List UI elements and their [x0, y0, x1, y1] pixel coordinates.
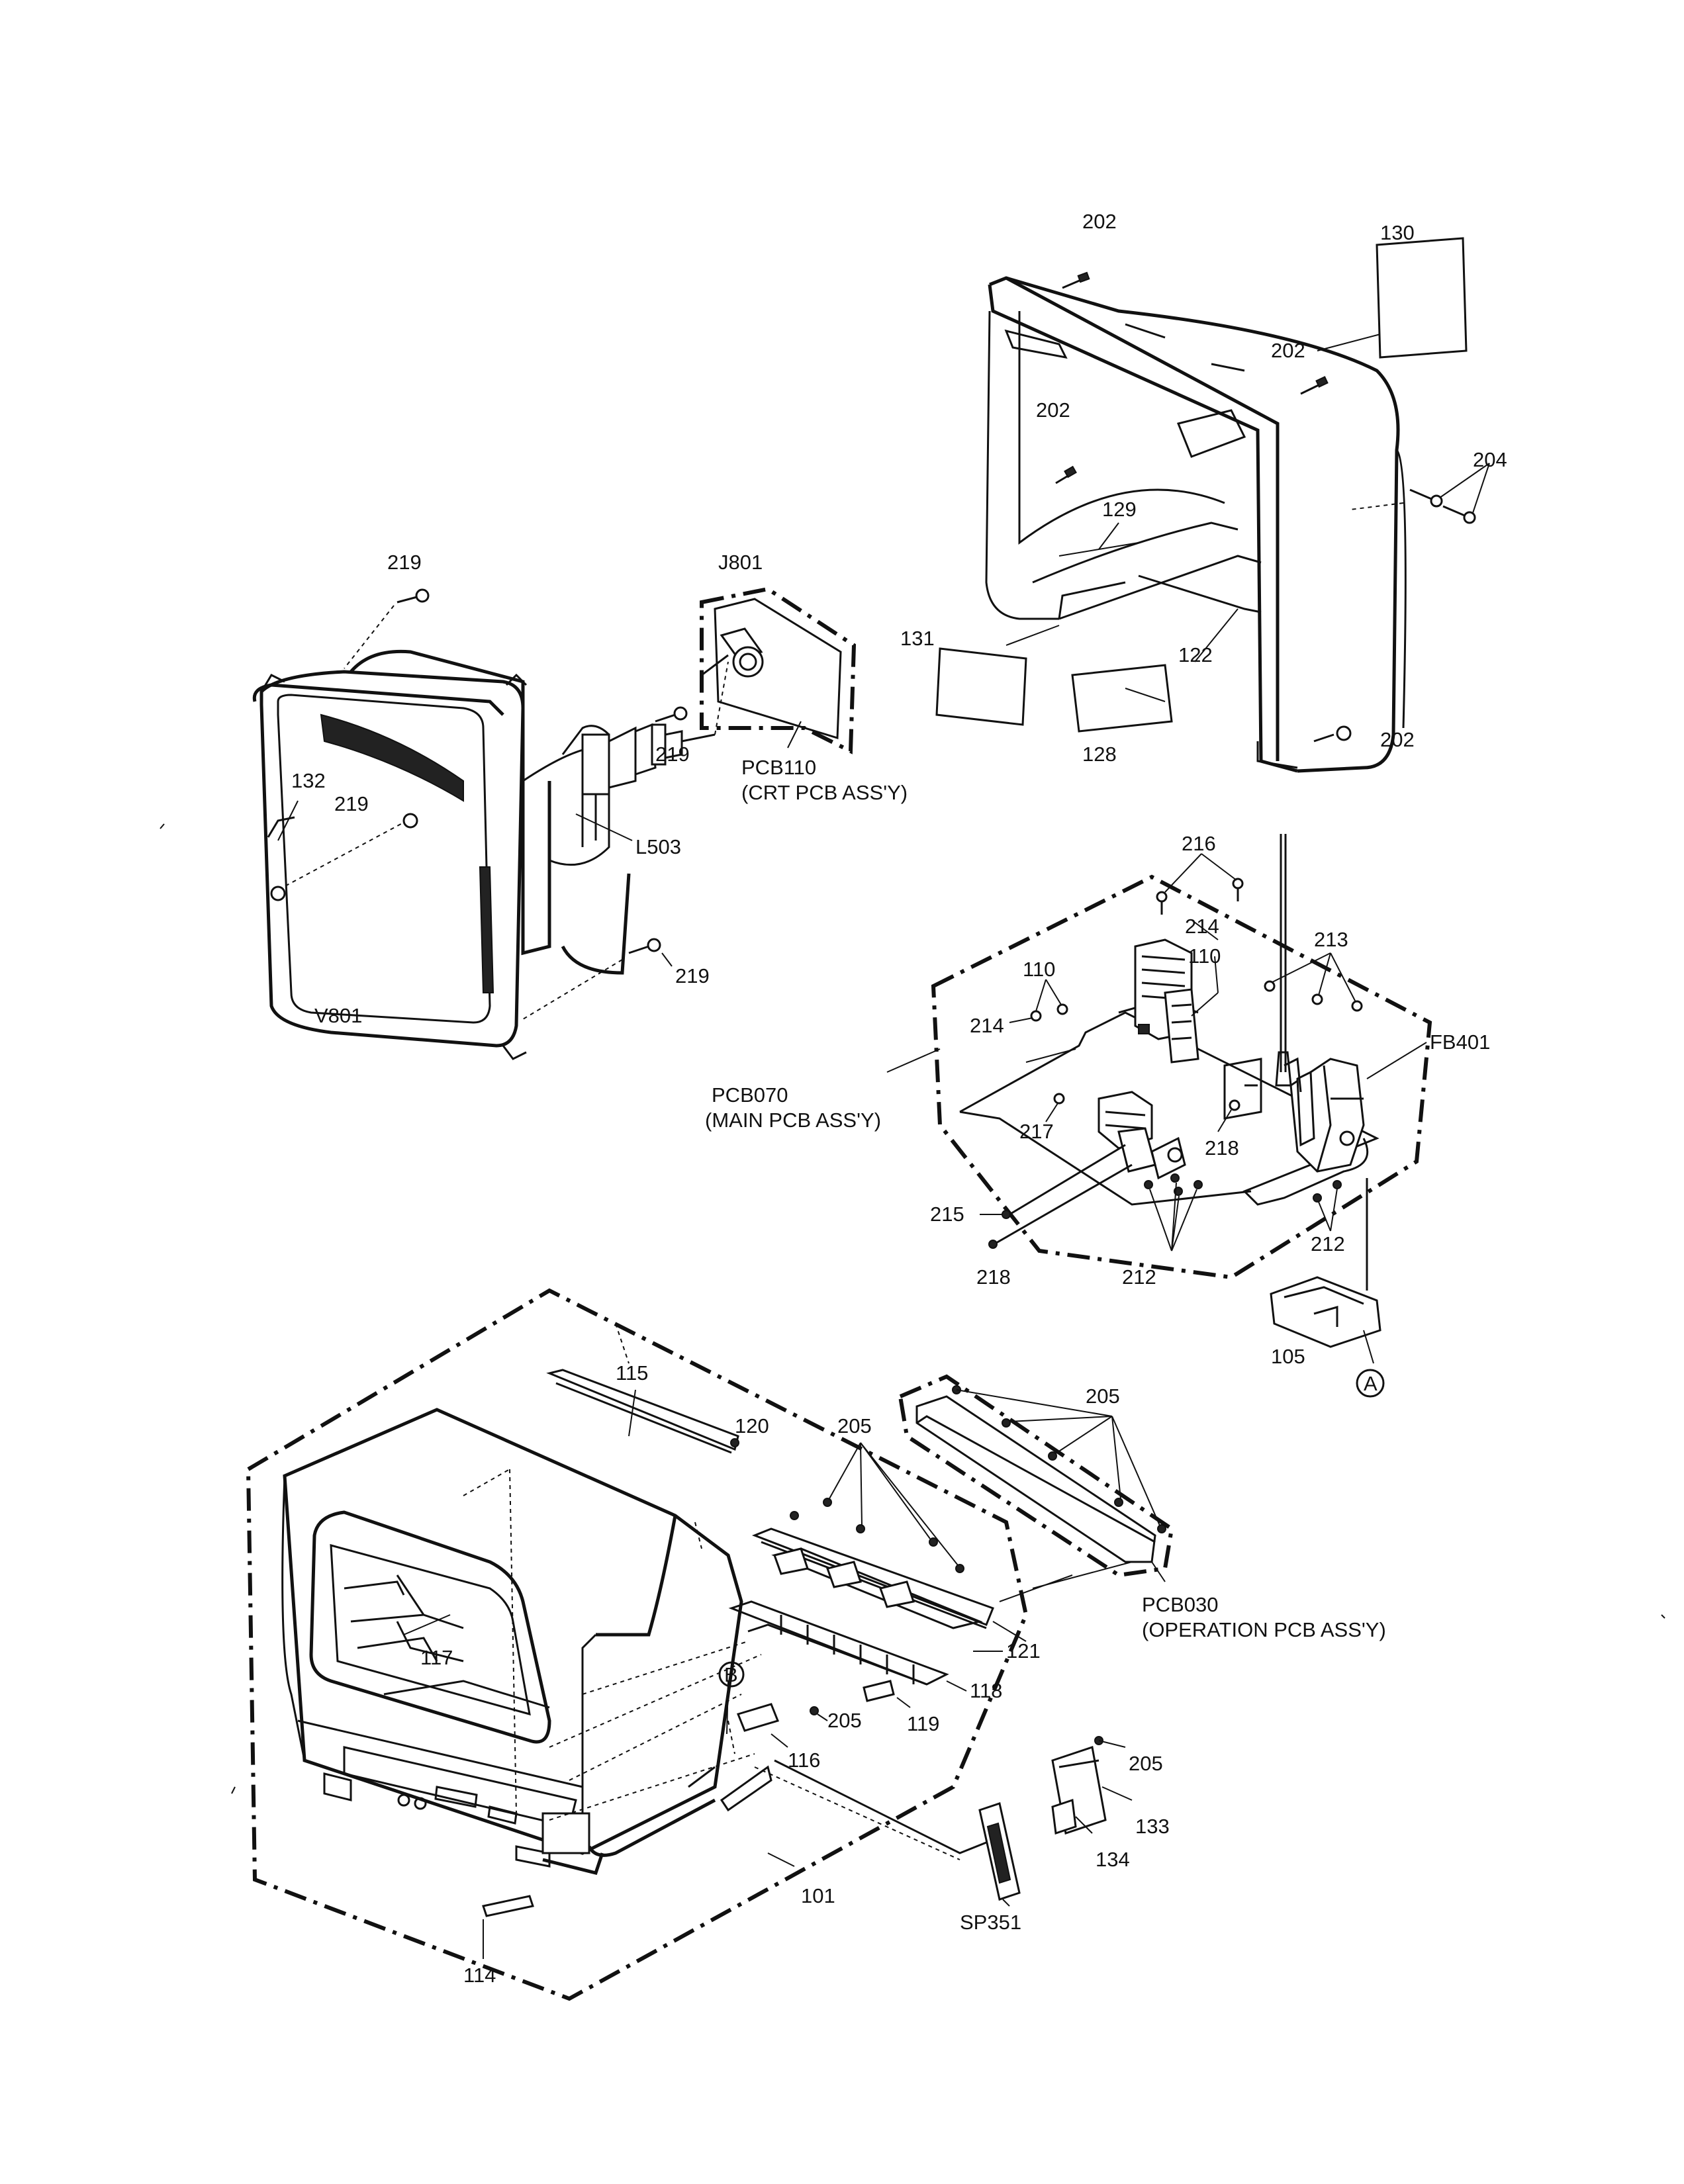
stray-mark: [160, 823, 165, 829]
label-218: 218: [976, 1265, 1011, 1289]
label-213: 213: [1314, 928, 1348, 951]
label-204: 204: [1473, 448, 1507, 471]
label-110: 110: [1023, 958, 1055, 981]
label-121: 121: [1006, 1639, 1041, 1662]
label-219: 219: [387, 551, 422, 574]
rear-cabinet: [935, 237, 1490, 773]
label-crt-pcb-assy: (CRT PCB ASS'Y): [741, 781, 908, 804]
label-122: 122: [1178, 643, 1213, 666]
label-205: 205: [827, 1709, 862, 1732]
label-FB401: FB401: [1430, 1030, 1490, 1054]
label-212: 212: [1122, 1265, 1156, 1289]
label-119: 119: [907, 1712, 939, 1735]
label-J801: J801: [718, 551, 763, 574]
label-PCB070: PCB070: [712, 1083, 788, 1107]
label-134: 134: [1096, 1848, 1130, 1871]
label-105: 105: [1271, 1345, 1305, 1368]
label-205: 205: [1086, 1385, 1120, 1408]
label-132: 132: [291, 769, 326, 792]
label-120: 120: [735, 1414, 769, 1437]
label-219: 219: [675, 964, 710, 987]
label-217: 217: [1019, 1120, 1054, 1143]
label-PCB110: PCB110: [741, 756, 816, 779]
label-116: 116: [788, 1749, 820, 1772]
label-202: 202: [1082, 210, 1117, 233]
label-main-pcb-assy: (MAIN PCB ASS'Y): [705, 1109, 881, 1132]
front-cabinet: [246, 1288, 1029, 2001]
label-128: 128: [1082, 743, 1117, 766]
label-219: 219: [334, 792, 369, 815]
label-215: 215: [930, 1203, 964, 1226]
label-130: 130: [1380, 221, 1415, 244]
label-PCB030: PCB030: [1142, 1593, 1218, 1616]
label-219: 219: [655, 743, 690, 766]
label-114: 114: [463, 1964, 496, 1987]
label-129: 129: [1102, 498, 1137, 521]
operation-pcb: [898, 1374, 1174, 1602]
label-118: 118: [970, 1679, 1002, 1702]
label-115: 115: [616, 1361, 648, 1385]
label-133: 133: [1135, 1815, 1170, 1838]
label-216: 216: [1182, 832, 1216, 855]
label-218: 218: [1205, 1136, 1239, 1160]
label-214: 214: [970, 1014, 1004, 1037]
part-labels: 202 130 202 202 204 129 219 J801 131 122…: [291, 210, 1507, 1987]
label-205: 205: [1129, 1752, 1163, 1775]
label-B-marker: B: [724, 1663, 738, 1686]
label-205: 205: [837, 1414, 872, 1437]
stray-mark: [1661, 1614, 1665, 1619]
stray-mark: [231, 1786, 236, 1794]
crt-tube: [252, 588, 729, 1060]
label-L503: L503: [635, 835, 681, 858]
label-212: 212: [1311, 1232, 1345, 1255]
crt-pcb: [700, 586, 857, 754]
label-202: 202: [1271, 339, 1305, 362]
label-A-marker: A: [1364, 1372, 1378, 1395]
label-operation-pcb-assy: (OPERATION PCB ASS'Y): [1142, 1618, 1386, 1641]
label-V801: V801: [314, 1004, 362, 1027]
label-214: 214: [1185, 915, 1219, 938]
label-117: 117: [420, 1646, 453, 1669]
label-202: 202: [1380, 728, 1415, 751]
label-202: 202: [1036, 398, 1070, 422]
label-110: 110: [1188, 944, 1221, 968]
label-131: 131: [900, 627, 935, 650]
speaker-assembly: [754, 1736, 1133, 1907]
main-pcb: [886, 834, 1432, 1398]
label-101: 101: [801, 1884, 835, 1907]
label-SP351: SP351: [960, 1911, 1021, 1934]
